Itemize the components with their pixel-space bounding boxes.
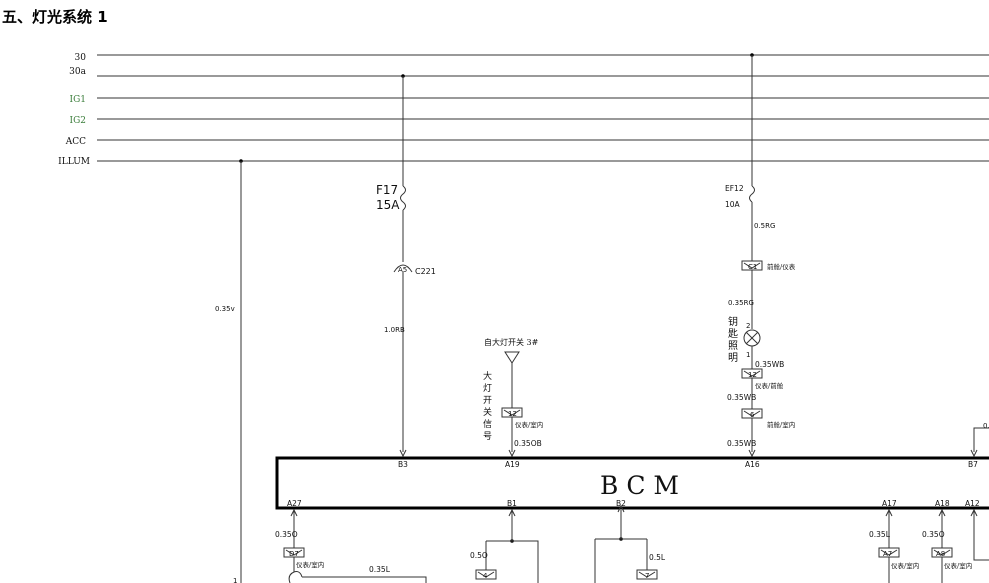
rail-labels: 30 30a IG1 IG2 ACC ILLUM (58, 53, 90, 167)
label-wire-05l: 0.5L (649, 553, 666, 562)
pin-a16: A16 (745, 460, 760, 469)
switch-title: 自大灯开关 3# (484, 337, 539, 347)
connector-a5-label: A5 (398, 266, 407, 274)
connector-4-symbol (475, 569, 497, 580)
pin-a17: A17 (882, 499, 897, 508)
arrow-a19 (508, 449, 516, 458)
branch-f17 (393, 76, 413, 458)
connector-12-mid-symbol (741, 368, 763, 379)
connector-7-label: 7 (645, 572, 649, 580)
pin-b1: B1 (507, 499, 517, 508)
label-wire-035l-right: 0.35L (869, 530, 891, 539)
connector-a5-symbol (393, 264, 413, 273)
pin-a18: A18 (935, 499, 950, 508)
pin-b2: B2 (616, 499, 626, 508)
pin-b3: B3 (398, 460, 408, 469)
rail-label-30a: 30a (69, 67, 86, 77)
location-yibiao-qiancang: 仪表/前舱 (755, 381, 784, 390)
pin-b7: B7 (968, 460, 978, 469)
fuse-ef12-symbol (749, 185, 755, 203)
connector-d7-label: D7 (289, 550, 299, 558)
label-wire-035wb-2: 0.35WB (727, 393, 756, 402)
location-qiancang-shinei: 前舱/室内 (767, 420, 795, 429)
connector-7-symbol (636, 569, 658, 580)
label-wire-035wb-1: 0.35WB (755, 360, 784, 369)
connector-12-mid-label: 12 (748, 371, 757, 379)
fuse-ef12-rating: 10A (725, 200, 741, 209)
connector-12-left-label: 12 (508, 410, 517, 418)
power-rails (97, 54, 989, 162)
page-title: 五、灯光系统 1 (2, 8, 108, 26)
connector-d7-symbol (283, 547, 305, 558)
label-wire-035v: 0.35v (215, 305, 235, 313)
pin-a27: A27 (287, 499, 302, 508)
label-wire-05o: 0.5O (470, 551, 488, 560)
junction-dots (239, 53, 754, 543)
lamp-pin-2: 2 (746, 322, 750, 330)
arrow-a16 (748, 449, 756, 458)
label-wire-035rg: 0.35RG (728, 299, 754, 307)
label-wire-10rb: 1.0RB (384, 326, 405, 334)
connector-6-symbol (741, 408, 763, 419)
connector-a8-symbol (931, 547, 953, 558)
connector-a8-label: A8 (936, 550, 945, 558)
switch-vertical-label: 大灯开关信号 (481, 370, 492, 443)
location-yibiao-shinei-2: 仪表/室内 (296, 560, 324, 569)
pin-a12: A12 (965, 499, 980, 508)
location-yibiao-shinei-3: 仪表/室内 (891, 561, 919, 570)
connector-a7-label: A7 (883, 550, 892, 558)
arrow-b3 (399, 449, 407, 458)
label-wire-05rg: 0.5RG (754, 222, 775, 230)
lower-labels: 0.35O D7 仪表/室内 0.35L 1 0.5O 4 0.5L 7 0.3… (233, 530, 972, 583)
fuse-ef12-name: EF12 (725, 184, 744, 193)
edge-marker-0: 0. (983, 422, 989, 430)
label-wire-035o-right: 0.35O (922, 530, 945, 539)
connector-c1-symbol (741, 260, 763, 271)
location-yibiao-shinei-4: 仪表/室内 (944, 561, 972, 570)
bcm-pin-labels: B3 A19 A16 B7 A27 B1 B2 A17 A18 A12 (287, 460, 980, 508)
connector-6-label: 6 (750, 411, 755, 419)
connector-12-left-symbol (501, 407, 523, 418)
fuse-f17-name: F17 (376, 183, 398, 197)
lamp-pin-1: 1 (746, 351, 750, 359)
rail-label-ig2: IG2 (70, 116, 86, 126)
rail-label-ig1: IG1 (70, 95, 86, 105)
fuse-f17-rating: 15A (376, 198, 400, 212)
bcm-module-box (275, 456, 989, 510)
branch-switch (501, 351, 523, 458)
connector-a7-symbol (878, 547, 900, 558)
label-wire-035o-left: 0.35O (275, 530, 298, 539)
connector-c1-label: C1 (748, 263, 757, 271)
bcm-module-name: B C M (600, 471, 679, 500)
branch-ef12 (741, 55, 763, 458)
location-qiancang-yibiao: 前舱/仪表 (767, 262, 796, 271)
lower-wiring (283, 504, 989, 583)
label-wire-035ob: 0.35OB (514, 439, 542, 448)
lamp-vertical-label: 钥匙照明 (726, 315, 738, 364)
connector-c221-label: C221 (415, 267, 436, 276)
label-wire-035l-left: 0.35L (369, 565, 391, 574)
switch-triangle-icon (504, 351, 520, 364)
location-yibiao-shinei-1: 仪表/室内 (515, 420, 543, 429)
branch-b7 (970, 427, 989, 458)
rail-label-30: 30 (75, 53, 87, 63)
rail-label-acc: ACC (65, 137, 86, 147)
fuse-f17-symbol (400, 185, 406, 211)
pin-a19: A19 (505, 460, 520, 469)
connector-4-label: 4 (483, 572, 488, 580)
rail-label-illum: ILLUM (58, 157, 90, 167)
label-wire-035wb-3: 0.35WB (727, 439, 756, 448)
edge-marker-1: 1 (233, 577, 237, 583)
